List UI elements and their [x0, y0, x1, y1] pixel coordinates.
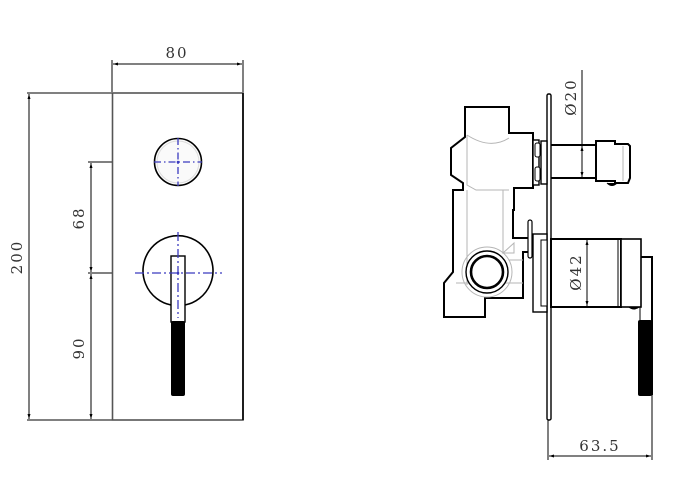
dimension-label-projection: 63.5: [579, 437, 620, 455]
dimension-diameter-42: Ø42: [567, 240, 589, 306]
diverter-knob: [153, 137, 203, 187]
cover-plate-edge: [532, 93, 552, 421]
lever-handle-side: [638, 256, 653, 396]
diverter-spindle: [551, 140, 631, 186]
dimension-label-d20: Ø20: [562, 78, 580, 115]
lever-handle-front: [170, 255, 186, 396]
dimension-label-width: 80: [165, 44, 188, 62]
dimension-label-68: 68: [70, 206, 88, 229]
dimension-label-d42: Ø42: [567, 253, 585, 290]
dimension-label-height: 200: [8, 240, 26, 275]
dimension-height-200: 200: [8, 92, 112, 421]
valve-body: [443, 106, 541, 318]
dimension-label-90: 90: [70, 336, 88, 359]
dimension-diameter-20: Ø20: [562, 70, 584, 178]
dimension-projection-63-5: 63.5: [547, 395, 653, 460]
dimension-width-80: 80: [111, 44, 244, 92]
inlet-port: [461, 246, 513, 298]
side-view: Ø20 Ø42 63.5: [443, 70, 653, 460]
dimension-chain-68-90: 68 90: [70, 161, 155, 419]
front-view: 80 200 68 90: [8, 44, 244, 421]
mixer-body-side: [550, 238, 642, 310]
